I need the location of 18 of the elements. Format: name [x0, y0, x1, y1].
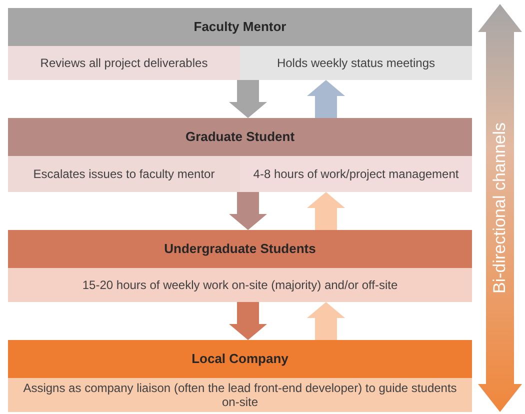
role-header-bar: Faculty Mentor [8, 8, 472, 46]
block-arrow [229, 302, 267, 340]
block-arrow [307, 302, 345, 340]
double-arrow [478, 4, 522, 412]
description-cell: Escalates issues to faculty mentor [8, 156, 240, 192]
description-cell: 15-20 hours of weekly work on-site (majority) and/or off-site [8, 268, 472, 302]
description-cell: Reviews all project deliverables [8, 46, 240, 80]
description-cell: Holds weekly status meetings [240, 46, 472, 80]
description-cell: 4-8 hours of work/project management [240, 156, 472, 192]
description-cell: Assigns as company liaison (often the lead front-end developer) to guide students on-site [8, 378, 472, 412]
block-arrow [307, 192, 345, 230]
role-header-bar: Graduate Student [8, 118, 472, 156]
role-header-bar: Local Company [8, 340, 472, 378]
vertical-label: Bi-directional channels [490, 122, 509, 294]
block-arrow [229, 80, 267, 118]
block-arrow [229, 192, 267, 230]
role-header-bar: Undergraduate Students [8, 230, 472, 268]
block-arrow [307, 80, 345, 118]
